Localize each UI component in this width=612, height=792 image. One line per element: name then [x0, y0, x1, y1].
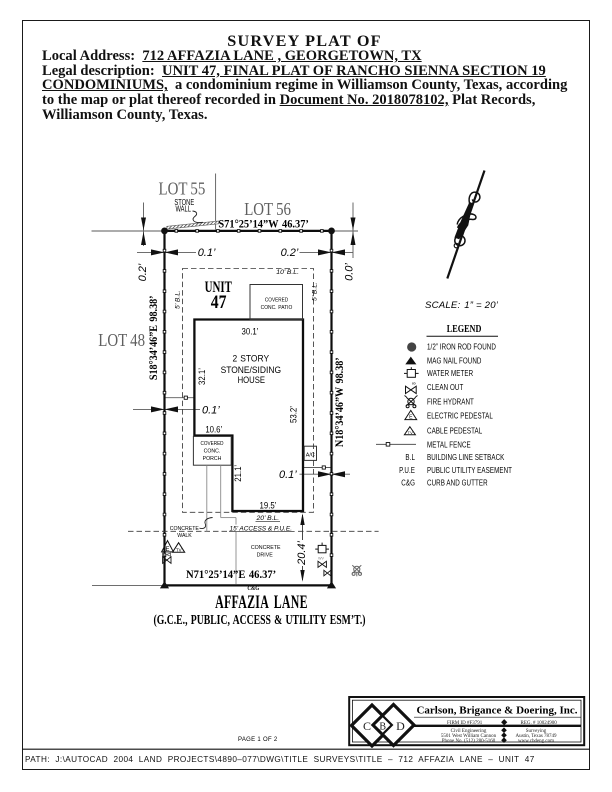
svg-text:10.6’: 10.6’ — [205, 424, 222, 435]
svg-text:A/C: A/C — [306, 452, 315, 458]
svg-text:D: D — [396, 719, 405, 733]
svg-text:PAGE 1 OF 2: PAGE 1 OF 2 — [238, 737, 278, 743]
svg-text:CONC.: CONC. — [204, 448, 221, 454]
svg-text:(G.C.E., PUBLIC, ACCESS &: (G.C.E., PUBLIC, ACCESS & UTILITY ESM’T.… — [154, 611, 366, 627]
svg-text:0.1’: 0.1’ — [202, 405, 220, 417]
svg-text:0.1’: 0.1’ — [198, 247, 216, 259]
svg-text:CABLE PEDESTAL: CABLE PEDESTAL — [427, 427, 482, 436]
svg-text:LOT 56: LOT 56 — [244, 200, 291, 219]
svg-text:15’ ACCESS & P.U.E.: 15’ ACCESS & P.U.E. — [230, 525, 293, 532]
svg-text:HOUSE: HOUSE — [238, 374, 266, 385]
svg-text:WALK: WALK — [177, 533, 192, 539]
svg-text:METAL FENCE: METAL FENCE — [427, 441, 471, 450]
svg-text:Surveying: Surveying — [526, 729, 547, 734]
svg-text:30.1’: 30.1’ — [242, 326, 259, 337]
svg-text:53.2’: 53.2’ — [288, 406, 299, 423]
svg-text:CURB AND GUTTER: CURB AND GUTTER — [427, 479, 488, 488]
svg-text:FIRM ID #F3791: FIRM ID #F3791 — [447, 721, 483, 726]
svg-text:LEGEND: LEGEND — [447, 324, 482, 335]
svg-text:COVERED: COVERED — [265, 297, 288, 303]
svg-text:PUBLIC UTILITY EASEMENT: PUBLIC UTILITY EASEMENT — [427, 466, 513, 475]
svg-text:C&G: C&G — [401, 479, 415, 488]
svg-text:20.4’: 20.4’ — [296, 541, 308, 566]
svg-text:WATER METER: WATER METER — [427, 369, 473, 378]
svg-text:REG. # 10024900: REG. # 10024900 — [521, 721, 558, 726]
svg-text:CONC. PATIO: CONC. PATIO — [261, 305, 293, 311]
svg-text:1/2” IRON ROD FOUND: 1/2” IRON ROD FOUND — [427, 343, 496, 352]
svg-text:UNIT: UNIT — [205, 278, 232, 295]
svg-text:0.2’: 0.2’ — [137, 263, 149, 281]
svg-text:WV: WV — [318, 557, 324, 561]
svg-text:FIRE HYDRANT: FIRE HYDRANT — [427, 398, 474, 407]
svg-text:5501 West William Cannon: 5501 West William Cannon — [441, 734, 497, 739]
svg-text:DRIVE: DRIVE — [257, 552, 274, 558]
svg-text:20’ B.L.: 20’ B.L. — [256, 515, 280, 522]
svg-text:Austin, Texas 78749: Austin, Texas 78749 — [515, 734, 557, 739]
svg-text:Phone No. (512) 280-5160: Phone No. (512) 280-5160 — [442, 739, 496, 744]
svg-text:CLEAN OUT: CLEAN OUT — [427, 383, 464, 392]
svg-text:AFFAZIA LANE: AFFAZIA LANE — [215, 592, 308, 612]
svg-text:32.1’: 32.1’ — [197, 368, 208, 385]
svg-text:0.0’: 0.0’ — [344, 263, 356, 281]
svg-text:CONCRETE: CONCRETE — [251, 545, 281, 551]
svg-text:0.1’: 0.1’ — [279, 469, 297, 481]
svg-text:E: E — [165, 547, 169, 553]
svg-text:TV: TV — [176, 547, 182, 552]
svg-text:C&G: C&G — [247, 586, 259, 592]
svg-text:S18°34’46”E 98.38’: S18°34’46”E 98.38’ — [147, 295, 160, 380]
svg-text:C: C — [363, 719, 371, 733]
svg-text:S71°25’14”W 46.37’: S71°25’14”W 46.37’ — [218, 218, 308, 231]
svg-text:N18°34’46”W 98.38’: N18°34’46”W 98.38’ — [334, 357, 347, 447]
svg-text:COVERED: COVERED — [200, 441, 224, 447]
svg-text:SCALE: 1” = 20’: SCALE: 1” = 20’ — [425, 300, 499, 311]
svg-text:10’ B.L.: 10’ B.L. — [276, 269, 299, 276]
svg-text:P.U.E: P.U.E — [399, 466, 415, 475]
svg-text:E: E — [409, 415, 413, 421]
svg-text:Civil Engineering: Civil Engineering — [451, 729, 487, 734]
svg-text:CONCRETE: CONCRETE — [170, 526, 200, 532]
svg-text:BUILDING LINE SETBACK: BUILDING LINE SETBACK — [427, 454, 505, 463]
svg-text:PORCH: PORCH — [203, 456, 222, 462]
svg-text:TV: TV — [408, 430, 413, 435]
svg-text:N71°25’14”E 46.37’: N71°25’14”E 46.37’ — [186, 569, 276, 581]
svg-text:LOT 55: LOT 55 — [159, 179, 206, 198]
svg-text:WALL: WALL — [175, 206, 191, 214]
svg-text:STONE: STONE — [174, 199, 194, 207]
svg-text:19.5’: 19.5’ — [260, 500, 277, 511]
svg-text:MAG NAIL FOUND: MAG NAIL FOUND — [427, 357, 481, 366]
svg-text:21.1’: 21.1’ — [232, 465, 243, 482]
svg-text:5’ B.L.: 5’ B.L. — [312, 282, 319, 301]
svg-text:LOT 48: LOT 48 — [98, 331, 145, 350]
svg-text:47: 47 — [211, 291, 227, 313]
svg-text:B.L: B.L — [405, 454, 415, 463]
svg-text:2 STORY: 2 STORY — [233, 353, 270, 364]
svg-text:0.2’: 0.2’ — [281, 247, 299, 259]
svg-text:5’ B.L.: 5’ B.L. — [174, 290, 181, 309]
svg-text:∞: ∞ — [412, 381, 416, 387]
svg-text:STONE/SIDING: STONE/SIDING — [221, 365, 281, 376]
svg-text:B: B — [379, 722, 386, 733]
svg-text:ELECTRIC PEDESTAL: ELECTRIC PEDESTAL — [427, 412, 493, 421]
svg-text:Carlson, Brigance & Doering, I: Carlson, Brigance & Doering, Inc. — [416, 705, 577, 717]
svg-text:www.cbdeng.com: www.cbdeng.com — [518, 739, 554, 744]
